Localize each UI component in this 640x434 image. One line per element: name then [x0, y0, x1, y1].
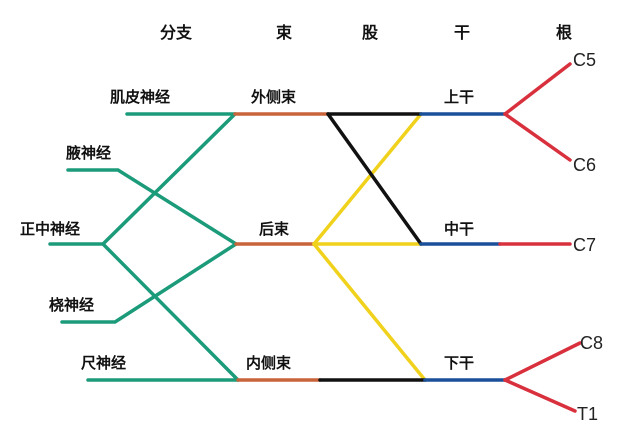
label-axillary: 腋神经 — [66, 144, 111, 162]
middle-anterior-division — [326, 112, 423, 246]
root-lines — [498, 62, 582, 413]
label-middle-trunk: 中干 — [444, 220, 474, 238]
label-posterior-cord: 后束 — [259, 220, 290, 238]
axillary-line — [66, 168, 238, 246]
lower-posterior-division — [312, 242, 427, 382]
label-c6: C6 — [573, 155, 596, 175]
median-medial-root — [101, 242, 240, 382]
header-roots: 根 — [556, 23, 572, 42]
label-upper-trunk: 上干 — [444, 88, 474, 106]
label-musculocutaneous: 肌皮神经 — [110, 88, 170, 106]
cord-lines — [233, 112, 330, 382]
label-t1: T1 — [577, 404, 598, 424]
radial-line — [60, 242, 238, 324]
label-c8: C8 — [580, 333, 603, 353]
header-trunks: 干 — [454, 23, 470, 42]
t1-root-line — [503, 378, 577, 413]
upper-posterior-division — [312, 112, 423, 246]
anterior-division-lines — [318, 112, 427, 382]
header-cords: 束 — [276, 23, 293, 42]
c5-root-line — [503, 62, 572, 116]
header-branches: 分支 — [160, 23, 193, 42]
label-c5: C5 — [573, 50, 596, 70]
posterior-division-lines — [312, 112, 427, 382]
header-divisions: 股 — [362, 23, 379, 42]
c8-root-line — [503, 341, 582, 382]
label-c7: C7 — [573, 235, 596, 255]
label-lower-trunk: 下干 — [444, 354, 474, 372]
label-medial-cord: 内侧束 — [246, 354, 292, 372]
trunk-lines — [419, 112, 507, 382]
c6-root-line — [503, 112, 572, 162]
label-lateral-cord: 外侧束 — [250, 88, 297, 106]
branch-lines — [48, 112, 240, 382]
label-ulnar: 尺神经 — [81, 354, 126, 372]
label-radial: 桡神经 — [49, 296, 94, 314]
label-median: 正中神经 — [20, 220, 80, 238]
